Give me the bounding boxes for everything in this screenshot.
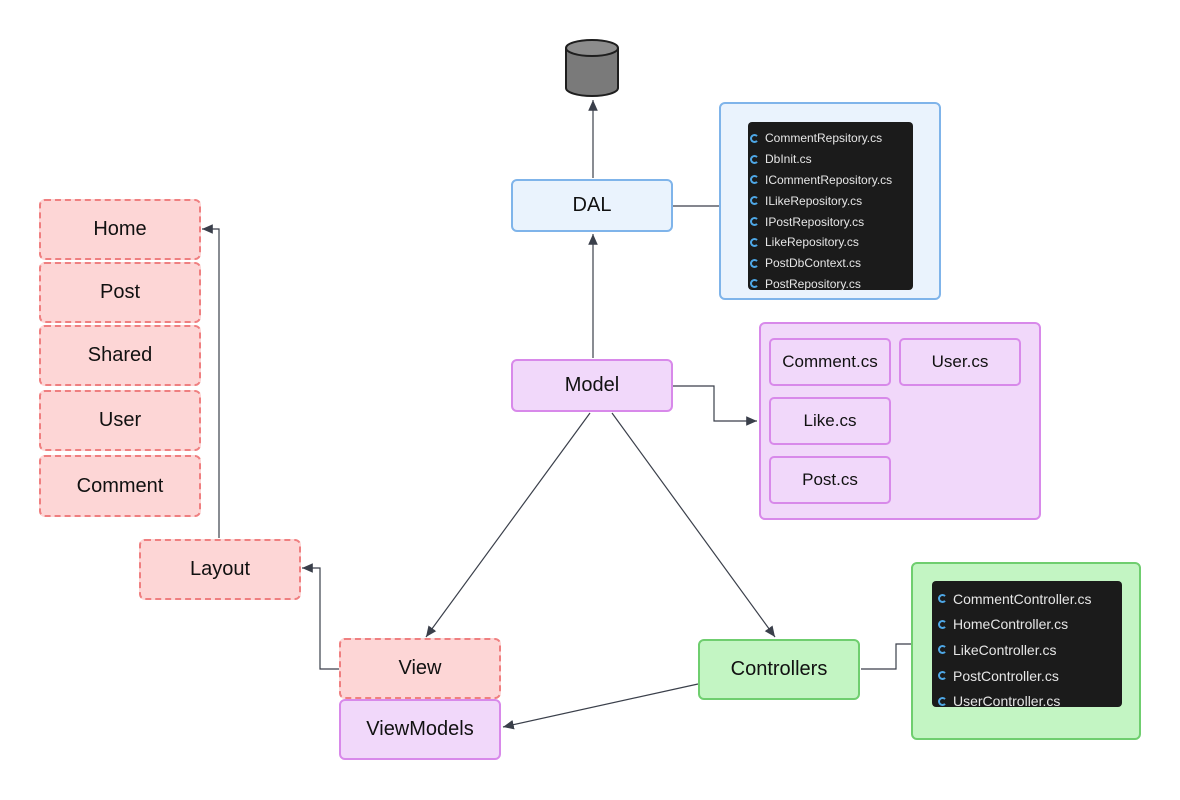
csharp-file-icon	[938, 619, 947, 629]
csharp-file-icon	[938, 594, 947, 604]
dal-label: DAL	[572, 194, 612, 216]
controller-files-panel: CommentController.cs HomeController.cs L…	[932, 581, 1122, 709]
file-item[interactable]: LikeRepository.cs	[750, 232, 913, 253]
file-item[interactable]: CommentRepsitory.cs	[750, 128, 913, 149]
file-item[interactable]: ILikeRepository.cs	[750, 190, 913, 211]
file-item[interactable]: IPostRepository.cs	[750, 211, 913, 232]
csharp-file-icon	[938, 696, 947, 706]
view-folder-post[interactable]: Post	[39, 262, 201, 323]
dal-files-container: CommentRepsitory.cs DbInit.cs ICommentRe…	[719, 102, 941, 300]
view-label: View	[398, 657, 442, 679]
view-to-layout-arrow	[302, 563, 339, 670]
model-node[interactable]: Model	[511, 359, 673, 412]
file-item[interactable]: UserController.cs	[938, 688, 1122, 714]
controller-files-container: CommentController.cs HomeController.cs L…	[911, 562, 1141, 740]
model-to-view-arrow	[425, 412, 591, 638]
file-item[interactable]: LikeController.cs	[938, 637, 1122, 663]
layout-to-views-arrow	[202, 224, 220, 538]
model-to-controllers-arrow	[611, 412, 776, 638]
controllers-label: Controllers	[730, 658, 828, 680]
model-file-like[interactable]: Like.cs	[769, 397, 891, 445]
controllers-node[interactable]: Controllers	[698, 639, 860, 700]
layout-label: Layout	[189, 558, 251, 580]
file-item[interactable]: PostRepository.cs	[750, 274, 913, 295]
csharp-file-icon	[750, 196, 759, 206]
view-node[interactable]: View	[339, 638, 501, 699]
viewmodels-label: ViewModels	[366, 718, 474, 740]
file-item[interactable]: DbInit.cs	[750, 149, 913, 170]
csharp-file-icon	[750, 154, 759, 164]
layout-node[interactable]: Layout	[139, 539, 301, 600]
model-label: Model	[564, 374, 620, 396]
controllers-to-viewmodels-arrow	[502, 683, 699, 730]
csharp-file-icon	[750, 279, 759, 289]
model-to-files-arrow	[673, 385, 757, 426]
model-file-comment[interactable]: Comment.cs	[769, 338, 891, 386]
view-folder-shared[interactable]: Shared	[39, 325, 201, 386]
dal-files-panel: CommentRepsitory.cs DbInit.cs ICommentRe…	[748, 122, 913, 291]
csharp-file-icon	[750, 258, 759, 268]
csharp-file-icon	[750, 217, 759, 227]
csharp-file-icon	[938, 645, 947, 655]
csharp-file-icon	[750, 175, 759, 185]
view-folder-home[interactable]: Home	[39, 199, 201, 260]
model-file-user[interactable]: User.cs	[899, 338, 1021, 386]
csharp-file-icon	[750, 133, 759, 143]
file-item[interactable]: CommentController.cs	[938, 586, 1122, 612]
file-item[interactable]: HomeController.cs	[938, 612, 1122, 638]
csharp-file-icon	[750, 237, 759, 247]
view-folder-comment[interactable]: Comment	[39, 455, 201, 517]
view-folder-user[interactable]: User	[39, 390, 201, 451]
model-file-post[interactable]: Post.cs	[769, 456, 891, 504]
dal-node[interactable]: DAL	[511, 179, 673, 232]
viewmodels-node[interactable]: ViewModels	[339, 699, 501, 760]
file-item[interactable]: PostDbContext.cs	[750, 253, 913, 274]
file-item[interactable]: PostController.cs	[938, 663, 1122, 689]
database-icon	[565, 39, 619, 97]
file-item[interactable]: ICommentRepository.cs	[750, 170, 913, 191]
csharp-file-icon	[938, 671, 947, 681]
